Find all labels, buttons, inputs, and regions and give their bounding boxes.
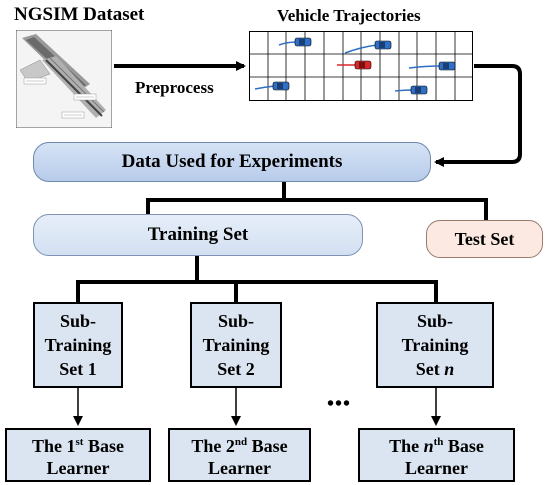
sub-training-set-2: Sub- Training Set 2: [190, 302, 282, 388]
sub-training-set-n: Sub- Training Set n: [376, 302, 494, 388]
learner-number: n: [423, 436, 434, 456]
trajectory-grid: [249, 31, 473, 101]
subset-line2: Training: [401, 335, 469, 355]
learner-line2: Learner: [405, 458, 468, 478]
ellipsis: •••: [327, 393, 352, 415]
base-learner-2: The 2nd Base Learner: [168, 428, 311, 482]
ngsim-map-image: [16, 30, 112, 128]
subset-line1: Sub-: [217, 311, 255, 331]
data-used-label: Data Used for Experiments: [121, 151, 343, 172]
test-set-label: Test Set: [454, 228, 515, 249]
dataset-label: NGSIM Dataset: [14, 4, 145, 25]
learner-number: 2: [225, 436, 235, 456]
training-set-label: Training Set: [147, 224, 249, 245]
learner-suffix: Base: [83, 436, 124, 456]
vehicle-icons: [272, 37, 456, 95]
subset-line3: Set: [217, 359, 246, 379]
subset-line2: Training: [202, 335, 270, 355]
learner-line2: Learner: [46, 458, 110, 478]
learner-number: 1: [66, 436, 76, 456]
training-set-box: Training Set: [33, 214, 363, 256]
base-learner-n: The nth Base Learner: [358, 428, 515, 482]
sub-training-set-1: Sub- Training Set 1: [33, 302, 123, 388]
test-set-box: Test Set: [426, 220, 543, 258]
learner-prefix: The: [191, 436, 226, 456]
subset-line3: Set: [415, 359, 445, 379]
subset-line3: Set: [59, 359, 88, 379]
learner-ordinal: th: [433, 436, 444, 448]
learner-suffix: Base: [247, 436, 288, 456]
base-learner-1: The 1st Base Learner: [5, 428, 151, 482]
subset-line1: Sub-: [59, 311, 97, 331]
data-used-box: Data Used for Experiments: [33, 142, 431, 182]
learner-prefix: The: [389, 436, 424, 456]
subset-line1: Sub-: [416, 311, 454, 331]
subset-index: 1: [87, 359, 97, 379]
learner-suffix: Base: [443, 436, 484, 456]
trajectories-label: Vehicle Trajectories: [277, 6, 421, 25]
preprocess-label: Preprocess: [135, 78, 214, 97]
learner-prefix: The: [32, 436, 67, 456]
learner-ordinal: st: [75, 436, 84, 448]
subset-line2: Training: [44, 335, 112, 355]
learner-line2: Learner: [208, 458, 271, 478]
subset-index: n: [444, 359, 455, 379]
subset-index: 2: [245, 359, 255, 379]
learner-ordinal: nd: [234, 436, 248, 448]
